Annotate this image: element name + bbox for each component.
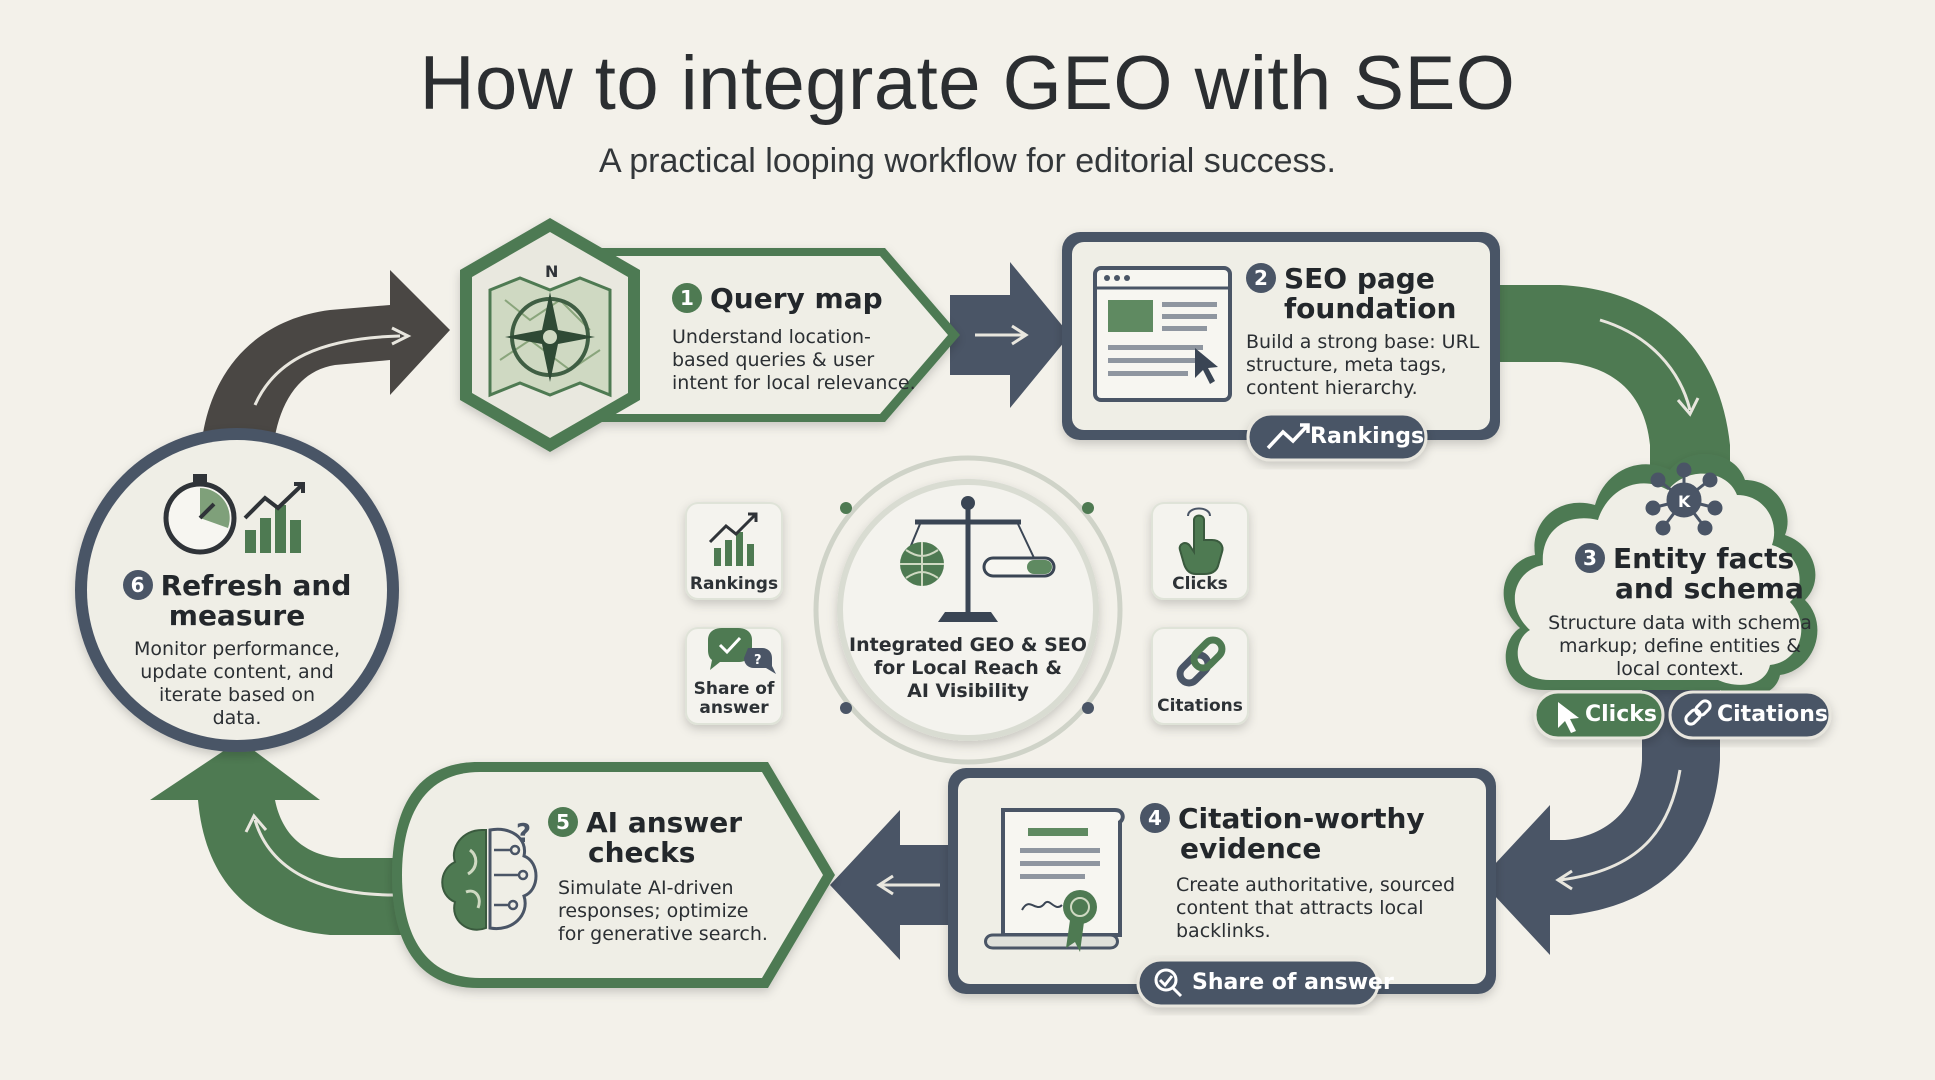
page-title: How to integrate GEO with SEO (419, 41, 1516, 126)
link-chain-icon (1684, 699, 1712, 726)
trend-chart-icon (708, 512, 758, 566)
step-3-card (1503, 453, 1818, 697)
step-6-number: 6 (122, 570, 153, 600)
balance-scale-icon (900, 496, 1056, 622)
trend-arrow-icon (1266, 423, 1310, 450)
knowledge-graph-icon (1645, 462, 1723, 536)
clicks-chip (1533, 690, 1665, 740)
loop-arrow-3-to-4 (1480, 680, 1720, 955)
rankings-chip-label: Rankings (1310, 424, 1425, 449)
rankings-chip (1246, 412, 1428, 462)
step-6-card (75, 428, 399, 752)
step-1-description: Understand location-based queries & user… (672, 326, 916, 394)
compass-map-icon: N (488, 262, 612, 398)
metric-tile-rankings (685, 502, 783, 600)
citations-chip (1668, 690, 1832, 740)
entity-k-glyph: K (1678, 492, 1691, 511)
link-icon (1176, 636, 1226, 687)
page-subtitle: A practical looping workflow for editori… (599, 142, 1336, 180)
cursor-icon (1558, 702, 1579, 733)
step-4-number: 4 (1140, 803, 1170, 833)
loop-arrow-6-to-1 (200, 270, 450, 470)
share-of-answer-chip (1136, 958, 1380, 1008)
loop-arrow-2-to-3 (1500, 285, 1730, 470)
arrow-line-icon (253, 334, 401, 406)
step-2-number: 2 (1246, 263, 1276, 293)
step-5-number: 5 (548, 807, 578, 837)
svg-text:?: ? (516, 819, 531, 849)
ai-brain-icon: ? (441, 819, 538, 931)
metric-label-clicks: Clicks (1172, 574, 1228, 594)
svg-text:?: ? (754, 653, 762, 668)
browser-page-icon (1093, 266, 1232, 402)
chat-check-icon: ? (708, 628, 776, 674)
step-3-number: 3 (1575, 543, 1605, 573)
clicks-chip-label: Clicks (1585, 702, 1657, 727)
metric-label-rankings: Rankings (689, 574, 779, 594)
svg-text:N: N (545, 262, 558, 281)
citations-chip-label: Citations (1717, 702, 1828, 727)
share-of-answer-chip-label: Share of answer (1192, 970, 1394, 995)
metric-label-citations: Citations (1157, 696, 1243, 716)
certificate-icon (984, 808, 1125, 952)
stopwatch-chart-icon (163, 474, 305, 555)
loop-arrow-5-to-6 (150, 740, 420, 935)
step-1-number: 1 (672, 283, 702, 313)
pointer-hand-icon (1178, 507, 1224, 575)
magnifier-check-icon (1154, 968, 1183, 998)
